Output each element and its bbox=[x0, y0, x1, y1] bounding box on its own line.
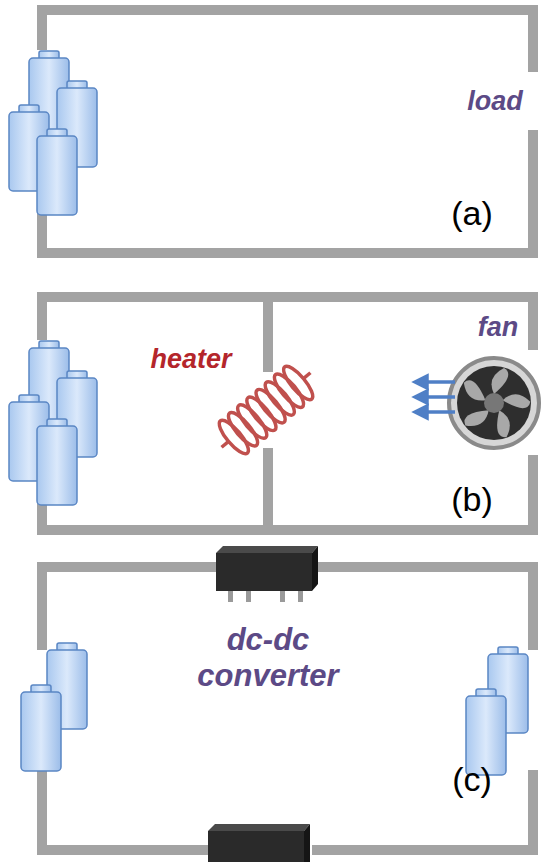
heater-label-holder: heater bbox=[132, 344, 250, 375]
converter-label: dc-dc converter bbox=[174, 622, 362, 694]
dc-dc-converter-icon bbox=[208, 546, 318, 862]
converter-label-holder: dc-dc converter bbox=[174, 622, 362, 694]
panel-letter-holder: (c) bbox=[430, 760, 514, 799]
heater-label: heater bbox=[132, 344, 250, 375]
panel-letter: (a) bbox=[430, 194, 514, 233]
fan-label-holder: fan bbox=[472, 312, 524, 343]
battery-cells bbox=[9, 51, 528, 775]
load-label: load bbox=[463, 86, 527, 117]
fan-label: fan bbox=[472, 312, 524, 343]
panel-letter: (b) bbox=[430, 480, 514, 519]
load-label-holder: load bbox=[463, 86, 527, 117]
panel-letter-holder: (b) bbox=[430, 480, 514, 519]
panel-letter: (c) bbox=[430, 760, 514, 799]
panel-letter-holder: (a) bbox=[430, 194, 514, 233]
fan-icon bbox=[449, 358, 539, 448]
airflow-arrows bbox=[420, 382, 455, 412]
